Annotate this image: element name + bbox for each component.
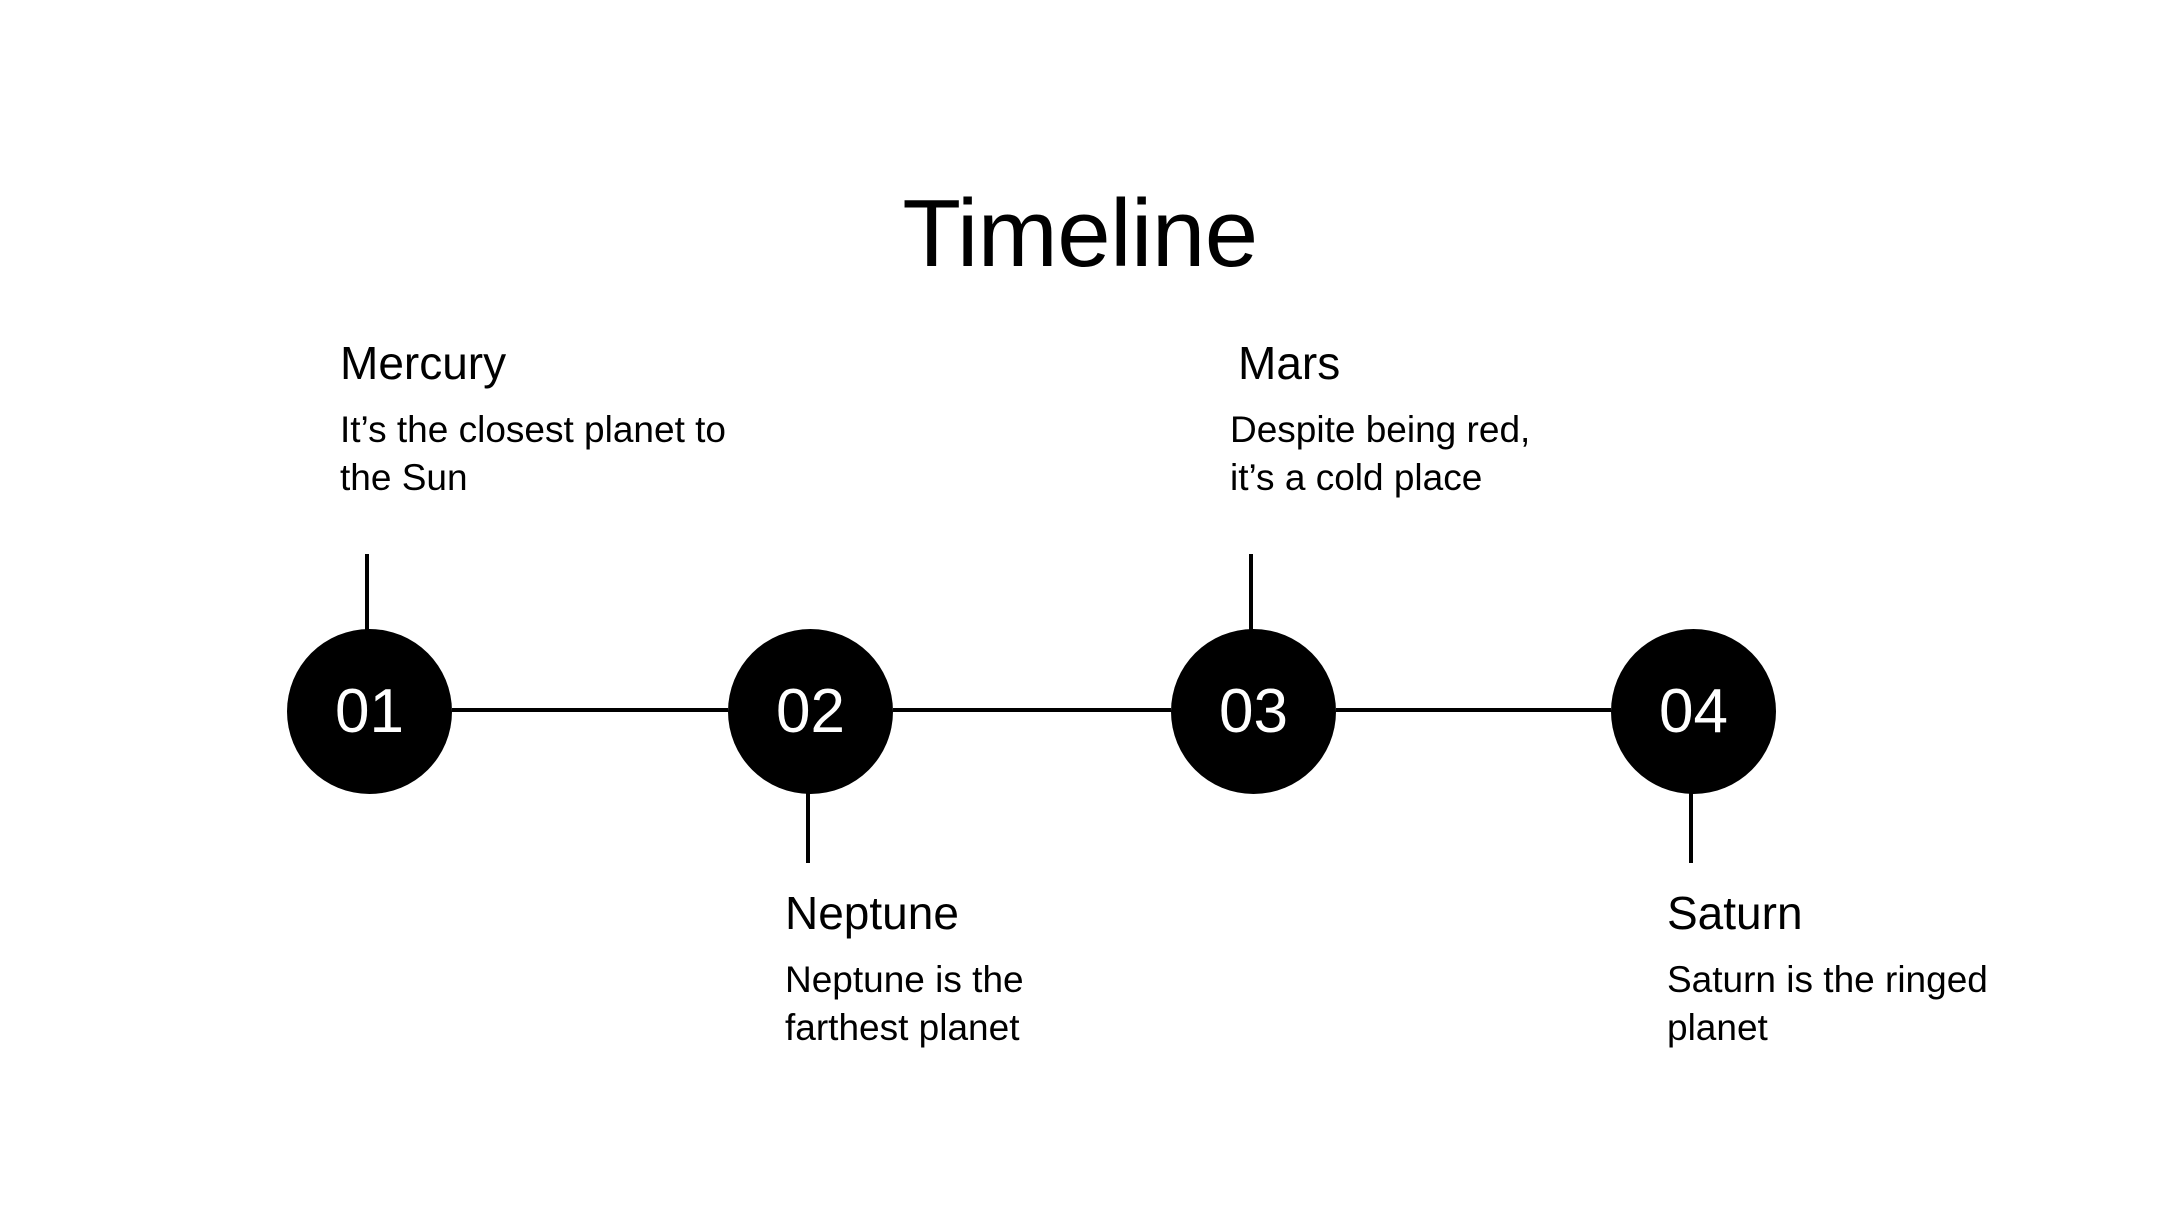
milestone-number-03: 03 [1219, 676, 1288, 746]
milestone-label-mercury: Mercury It’s the closest planet to the S… [340, 336, 770, 502]
milestone-body-mercury: It’s the closest planet to the Sun [340, 409, 737, 499]
stem-milestone-04 [1689, 775, 1693, 863]
milestone-heading-mars: Mars [1238, 337, 1341, 389]
stem-milestone-02 [806, 775, 810, 863]
milestone-heading-mercury: Mercury [340, 337, 507, 389]
connector-01-02 [452, 708, 728, 712]
milestone-heading-saturn: Saturn [1667, 887, 1803, 939]
milestone-node-03[interactable]: 03 [1171, 629, 1336, 794]
milestone-label-neptune: Neptune Neptune is the farthest planet [785, 886, 1145, 1052]
page-title: Timeline [902, 180, 1258, 287]
milestone-heading-neptune: Neptune [785, 887, 959, 939]
milestone-number-04: 04 [1659, 676, 1728, 746]
milestone-number-02: 02 [776, 676, 845, 746]
milestone-body-neptune: Neptune is the farthest planet [785, 959, 1034, 1049]
milestone-body-mars: Despite being red, it’s a cold place [1230, 409, 1551, 499]
milestone-node-02[interactable]: 02 [728, 629, 893, 794]
connector-02-03 [893, 708, 1171, 712]
milestone-node-01[interactable]: 01 [287, 629, 452, 794]
milestone-label-mars: Mars Despite being red, it’s a cold plac… [1230, 336, 1560, 502]
milestone-number-01: 01 [335, 676, 404, 746]
milestone-label-saturn: Saturn Saturn is the ringed planet [1667, 886, 2027, 1052]
connector-03-04 [1336, 708, 1611, 712]
stem-milestone-03 [1249, 554, 1253, 644]
milestone-body-saturn: Saturn is the ringed planet [1667, 959, 1999, 1049]
milestone-node-04[interactable]: 04 [1611, 629, 1776, 794]
stem-milestone-01 [365, 554, 369, 644]
